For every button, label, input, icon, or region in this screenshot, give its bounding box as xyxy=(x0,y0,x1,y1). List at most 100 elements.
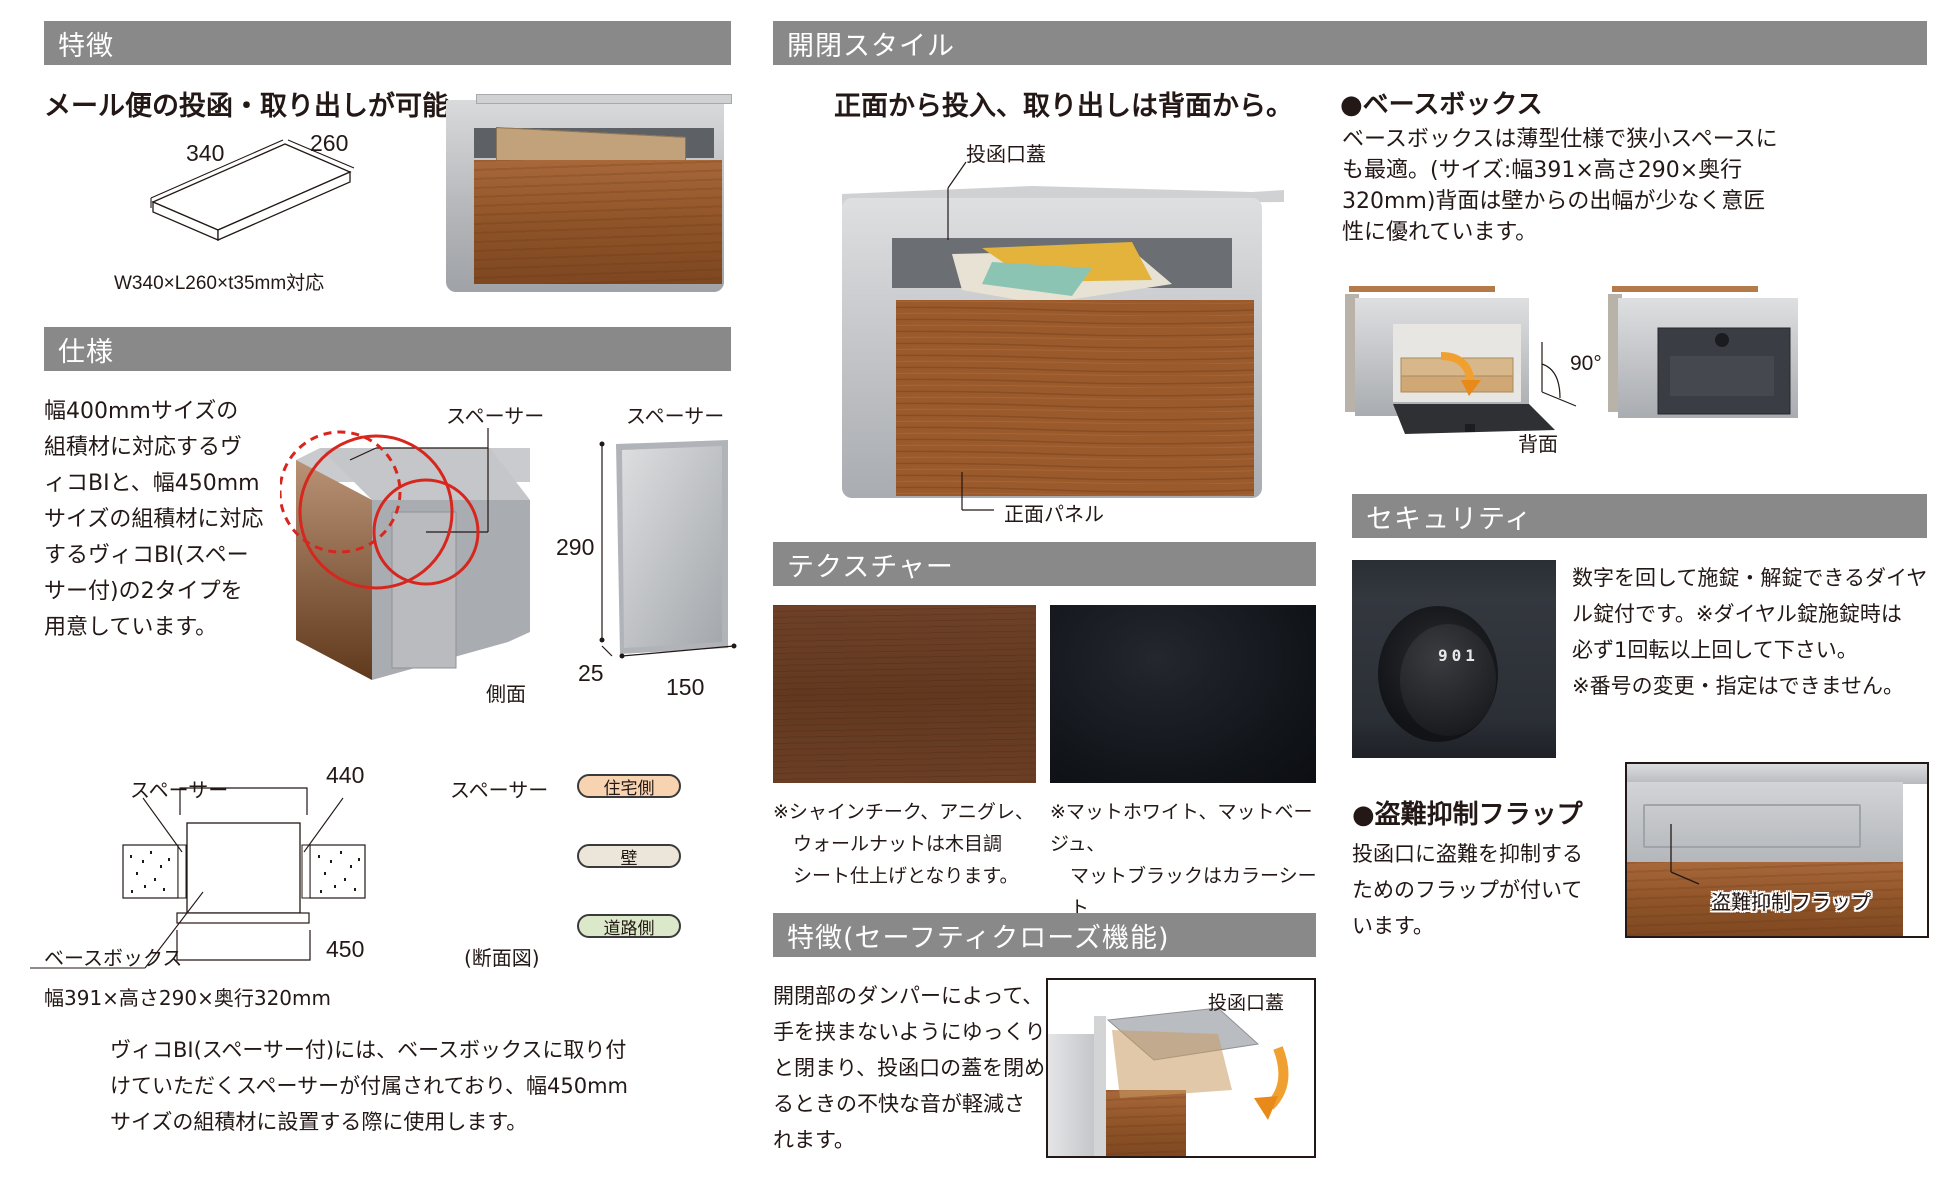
base-box-size: 幅391×高さ290×奥行320mm xyxy=(44,986,332,1010)
mailbox-front-photo xyxy=(832,172,1284,508)
angle-label: 90° xyxy=(1570,352,1602,375)
anti-theft-description: 投函口に盗難を抑制する ためのフラップが付いて います。 xyxy=(1352,836,1622,944)
text-line: サイズの組積材に対応 xyxy=(44,507,264,532)
text-line: 用意しています。 xyxy=(44,615,218,640)
section-header-specs: 仕様 xyxy=(44,327,731,371)
section-header-security: セキュリティ xyxy=(1352,494,1927,538)
text-line: ル錠付です。※ダイヤル錠施錠時は xyxy=(1572,602,1902,626)
side-view-photo xyxy=(278,400,540,700)
safety-close-lid-label: 投函口蓋 xyxy=(1208,992,1285,1014)
text-line: 数字を回して施錠・解錠できるダイヤ xyxy=(1572,566,1928,590)
section-header-label: 特徴(セーフティクローズ機能) xyxy=(787,922,1170,954)
dial-digits: 9 0 1 xyxy=(1438,646,1475,665)
text-line: 組積材に対応するヴ xyxy=(44,435,243,460)
mailbox-parcel-photo xyxy=(446,92,732,292)
text-line: 投函口に盗難を抑制する xyxy=(1352,842,1583,866)
closing-arrow-icon xyxy=(1254,1046,1289,1120)
text-line: 320mm)背面は壁からの出幅が少なく意匠 xyxy=(1342,189,1766,214)
safety-close-photo: 投函口蓋 xyxy=(1046,978,1316,1158)
text-line: ィコBIと、幅450mm xyxy=(44,471,260,496)
legend-wall: 壁 xyxy=(577,844,681,869)
section-header-label: 特徴 xyxy=(58,30,114,62)
dial-digit: 0 xyxy=(1451,646,1462,665)
text-line: ※番号の変更・指定はできません。 xyxy=(1572,674,1904,698)
spacer-part-label: スペーサー xyxy=(626,404,725,428)
dial-lock-photo: 9 0 1 xyxy=(1352,560,1556,758)
parcel-outline-icon xyxy=(150,139,355,241)
angle-indicator xyxy=(1541,342,1577,407)
specs-footnote: ヴィコBI(スペーサー付)には、ベースボックスに取り付 けていただくスペーサーが… xyxy=(110,1032,710,1140)
spacer-dimension-lines xyxy=(599,441,737,659)
security-description: 数字を回して施錠・解錠できるダイヤ ル錠付です。※ダイヤル錠施錠時は 必ず1回転… xyxy=(1572,560,1932,704)
section-header-open-close: 開閉スタイル xyxy=(773,21,1927,65)
text-line: シート仕上げとなります。 xyxy=(793,865,1019,887)
base-box-title: ●ベースボックス xyxy=(1340,90,1543,120)
cross-section-view-label: (断面図) xyxy=(464,946,540,970)
text-line: サー付)の2タイプを xyxy=(44,579,243,604)
legend-label: 住宅側 xyxy=(603,778,655,799)
safety-close-description: 開閉部のダンパーによって、 手を挟まないようにゆっくり と閉まり、投函口の蓋を閉… xyxy=(773,978,1053,1158)
text-line: るときの不快な音が軽減さ xyxy=(773,1092,1025,1116)
legend-house-side: 住宅側 xyxy=(577,774,681,799)
base-box-description: ベースボックスは薄型仕様で狭小スペースに も最適。(サイズ:幅391×高さ290… xyxy=(1342,124,1802,248)
legend-road-side: 道路側 xyxy=(577,914,681,939)
base-box-closed-photo xyxy=(1608,284,1804,424)
dial-digit: 9 xyxy=(1438,646,1448,665)
side-view-label: 側面 xyxy=(486,682,526,706)
spacer-dim-width: 150 xyxy=(666,674,705,700)
lid-leader-line xyxy=(947,161,967,240)
open-close-title: 正面から投入、取り出しは背面から。 xyxy=(834,91,1293,122)
retrieve-arrow-icon xyxy=(1440,352,1475,385)
panel-leader-line xyxy=(961,472,994,511)
dial-digit: 1 xyxy=(1465,646,1475,665)
parcel-dim-length: 260 xyxy=(310,130,349,156)
text-line: ベースボックスは薄型仕様で狭小スペースに xyxy=(1342,127,1778,152)
text-line: 開閉部のダンパーによって、 xyxy=(773,984,1044,1008)
features-title: メール便の投函・取り出しが可能 xyxy=(44,91,449,122)
base-box-open-photo xyxy=(1345,284,1561,434)
back-view-label: 背面 xyxy=(1518,432,1558,456)
section-header-features: 特徴 xyxy=(44,21,731,65)
section-header-label: 開閉スタイル xyxy=(787,30,955,62)
cross-section-spacer-right: スペーサー xyxy=(450,778,549,802)
legend-label: 道路側 xyxy=(603,918,655,939)
front-panel-label: 正面パネル xyxy=(1004,502,1104,526)
section-header-label: セキュリティ xyxy=(1366,503,1533,535)
cross-section-dim-top: 440 xyxy=(326,762,365,788)
text-line: も最適。(サイズ:幅391×高さ290×奥行 xyxy=(1342,158,1743,183)
text-line: 必ず1回転以上回して下さい。 xyxy=(1572,638,1858,662)
flap-image-label: 盗難抑制フラップ xyxy=(1711,890,1871,914)
text-line: 手を挟まないようにゆっくり xyxy=(773,1020,1046,1044)
specs-description: 幅400mmサイズの 組積材に対応するヴ ィコBIと、幅450mm サイズの組積… xyxy=(44,394,284,646)
text-line: ウォールナットは木目調 xyxy=(793,833,1003,855)
text-line: 性に優れています。 xyxy=(1342,220,1538,245)
swatch-wood-grain[interactable] xyxy=(773,605,1036,783)
swatch-matte-black[interactable] xyxy=(1050,605,1316,783)
parcel-diagram xyxy=(140,130,380,250)
text-line: れます。 xyxy=(773,1128,855,1152)
anti-theft-title: ●盗難抑制フラップ xyxy=(1352,800,1583,830)
text-line: ためのフラップが付いて xyxy=(1352,878,1583,902)
text-line: います。 xyxy=(1352,914,1434,938)
mail-slot-lid-label: 投函口蓋 xyxy=(966,142,1046,166)
cross-section-spacer-left: スペーサー xyxy=(130,778,229,802)
text-line: けていただくスペーサーが付属されており、幅450mm xyxy=(110,1074,629,1098)
anti-theft-flap-photo: 盗難抑制フラップ xyxy=(1625,762,1929,938)
spacer-part-photo xyxy=(610,436,736,670)
cross-section-dim-bottom: 450 xyxy=(326,936,365,962)
text-line: 幅400mmサイズの xyxy=(44,399,239,424)
text-line: サイズの組積材に設置する際に使用します。 xyxy=(110,1110,528,1134)
text-line: と閉まり、投函口の蓋を閉め xyxy=(773,1056,1046,1080)
section-header-safety-close: 特徴(セーフティクローズ機能) xyxy=(773,913,1316,957)
section-header-texture: テクスチャー xyxy=(773,542,1316,586)
text-line: ヴィコBI(スペーサー付)には、ベースボックスに取り付 xyxy=(110,1038,627,1062)
cross-section-diagram xyxy=(30,787,366,969)
parcel-caption: W340×L260×t35mm対応 xyxy=(114,273,325,294)
flap-leader-line xyxy=(1670,824,1700,885)
legend-label: 壁 xyxy=(620,848,638,869)
text-line: するヴィコBI(スペー xyxy=(44,543,249,568)
spacer-dim-depth: 25 xyxy=(578,660,604,686)
section-header-label: テクスチャー xyxy=(787,551,954,583)
spacer-dim-height: 290 xyxy=(556,534,595,560)
text-line: ※シャインチーク、アニグレ、 xyxy=(773,801,1034,823)
